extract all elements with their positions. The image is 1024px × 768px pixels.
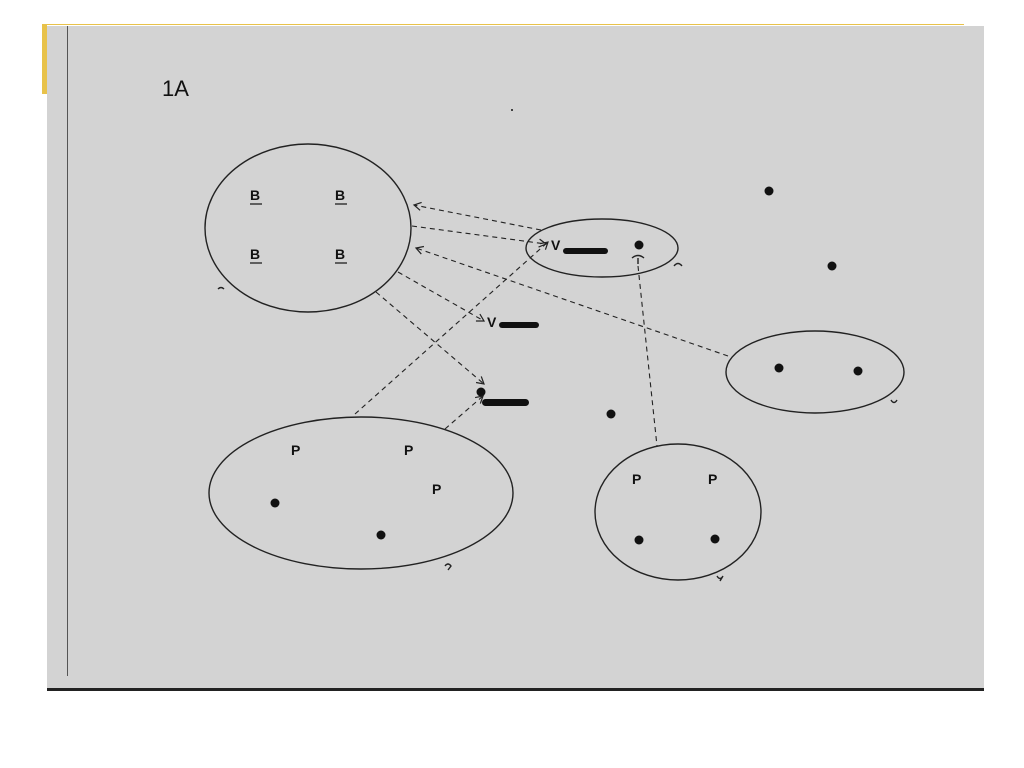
connector-bset-to-vector [411, 225, 548, 248]
right-point-set-point [853, 366, 863, 376]
vector-label-upper: V [551, 237, 561, 253]
vector-bar-lower [499, 322, 539, 328]
p-set-left: P P P [208, 416, 514, 571]
p-set-left-letter: P [404, 442, 413, 458]
connector-pleft-to-vector [354, 241, 549, 415]
connector-bset-to-target [375, 291, 485, 385]
right-point-set [725, 330, 905, 414]
p-set-right: P P [594, 443, 762, 582]
loose-point [606, 409, 616, 419]
target-bar [482, 399, 529, 406]
b-set-letter: B [250, 246, 260, 262]
b-set-letter: B [335, 187, 345, 203]
p-set-left-mark [444, 563, 452, 571]
connector-vector-to-pright [637, 265, 658, 447]
p-set-left-letter: P [432, 481, 441, 497]
connector-pleft-to-target [444, 395, 484, 430]
b-set: B B B B [204, 143, 412, 313]
figure-label: 1A [162, 76, 189, 101]
vector-bar-upper [563, 248, 608, 254]
p-set-left-outline [208, 416, 514, 570]
p-set-right-point [634, 535, 644, 545]
vector-set-point [634, 240, 644, 250]
stray-mark [511, 109, 513, 111]
connector-bset-to-lower-vector [397, 271, 486, 322]
b-set-letter: B [250, 187, 260, 203]
p-set-right-outline [594, 443, 762, 581]
connector-right-to-bset [414, 245, 729, 357]
right-point-set-point [774, 363, 784, 373]
right-point-set-outline [725, 330, 905, 414]
vector-set: V [525, 218, 683, 278]
target-point [476, 387, 486, 397]
b-set-letter: B [335, 246, 345, 262]
p-set-right-mark [716, 575, 724, 582]
vector-set-outline [525, 218, 679, 278]
scanned-figure-panel [47, 26, 984, 688]
p-set-right-point [710, 534, 720, 544]
b-set-outline [204, 143, 412, 313]
loose-point [764, 186, 774, 196]
slide-top-rule [42, 24, 964, 25]
p-set-left-point [270, 498, 280, 508]
p-set-right-letter: P [632, 471, 641, 487]
right-point-set-mark [890, 399, 898, 404]
connector-vector-to-bset [412, 201, 542, 231]
b-set-corner-mark [217, 286, 225, 290]
slide-accent-bar [42, 24, 47, 94]
vector-label-lower: V [487, 314, 497, 330]
scan-margin-line [67, 26, 68, 676]
p-set-left-point [376, 530, 386, 540]
scan-bottom-edge [47, 688, 984, 691]
vector-point-mark [631, 254, 645, 264]
p-set-left-letter: P [291, 442, 300, 458]
p-set-right-letter: P [708, 471, 717, 487]
vector-set-corner-mark [673, 262, 683, 267]
loose-point [827, 261, 837, 271]
